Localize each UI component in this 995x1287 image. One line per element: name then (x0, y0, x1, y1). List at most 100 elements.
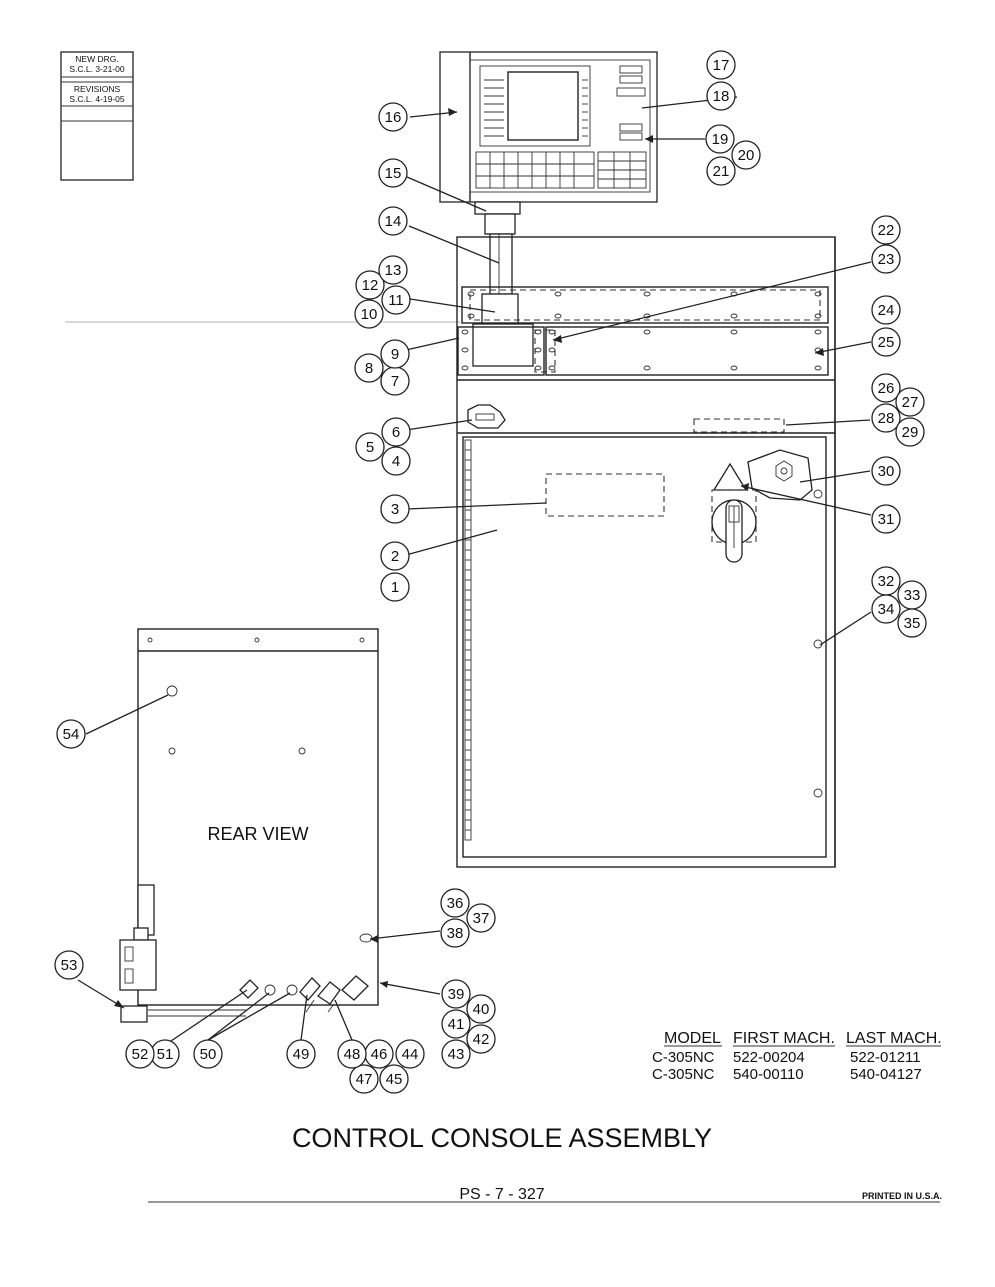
callout-27: 27 (895, 387, 925, 417)
callout-number: 17 (713, 57, 730, 74)
callout-circle (441, 979, 471, 1009)
callout-circle (381, 446, 411, 476)
callout-circle (378, 158, 408, 188)
callout-circle (337, 1039, 367, 1069)
drawing-title: CONTROL CONSOLE ASSEMBLY (292, 1123, 712, 1153)
callout-number: 23 (878, 251, 895, 268)
callout-circle (380, 494, 410, 524)
callout-number: 42 (473, 1031, 490, 1048)
callout-number: 21 (713, 163, 730, 180)
key-lock (467, 404, 506, 429)
callout-circle (441, 1009, 471, 1039)
callout-circle (705, 124, 735, 154)
callout-circle (440, 918, 470, 948)
callout-circle (380, 339, 410, 369)
callout-51: 51 (150, 1039, 180, 1069)
callout-25: 25 (871, 327, 901, 357)
callout-circle (378, 255, 408, 285)
callout-42: 42 (466, 1024, 496, 1054)
callout-28: 28 (871, 403, 901, 433)
callout-circle (380, 541, 410, 571)
leader-lines (77, 96, 872, 1046)
callout-10: 10 (354, 299, 384, 329)
callout-circle (871, 295, 901, 325)
callout-circle (871, 456, 901, 486)
callout-4: 4 (381, 446, 411, 476)
callout-number: 14 (385, 213, 402, 230)
callout-circle (466, 1024, 496, 1054)
callout-number: 35 (904, 615, 921, 632)
support-arm (472, 201, 534, 367)
callout-circle (355, 270, 385, 300)
callout-31: 31 (871, 504, 901, 534)
callout-number: 27 (902, 394, 919, 411)
callout-3: 3 (380, 494, 410, 524)
callout-number: 52 (132, 1046, 149, 1063)
callout-number: 37 (473, 910, 490, 927)
callout-48: 48 (337, 1039, 367, 1069)
callout-number: 44 (402, 1046, 419, 1063)
page-number: PS - 7 - 327 (459, 1186, 544, 1203)
callout-number: 15 (385, 165, 402, 182)
nameplate-outline (545, 473, 665, 517)
callout-circle (125, 1039, 155, 1069)
callout-number: 40 (473, 1001, 490, 1018)
label-plate-outline (693, 418, 785, 433)
main-cabinet (456, 236, 836, 868)
callout-6: 6 (381, 417, 411, 447)
callout-circle (731, 140, 761, 170)
rear-view-label: REAR VIEW (207, 824, 308, 844)
door-hinge (464, 439, 472, 841)
callout-53: 53 (54, 950, 84, 980)
callout-17: 17 (706, 50, 736, 80)
callout-circle (895, 387, 925, 417)
callout-number: 16 (385, 109, 402, 126)
row1-last: 522-01211 (850, 1049, 921, 1066)
callout-number: 36 (447, 895, 464, 912)
callout-circle (355, 432, 385, 462)
callout-circle (378, 206, 408, 236)
callout-36: 36 (440, 888, 470, 918)
callout-19: 19 (705, 124, 735, 154)
callout-circle (706, 156, 736, 186)
callout-circle (354, 299, 384, 329)
callout-circle (441, 1039, 471, 1069)
callout-21: 21 (706, 156, 736, 186)
callout-number: 53 (61, 957, 78, 974)
callout-number: 26 (878, 380, 895, 397)
callout-number: 51 (157, 1046, 174, 1063)
callout-23: 23 (871, 244, 901, 274)
callout-number: 54 (63, 726, 80, 743)
callout-52: 52 (125, 1039, 155, 1069)
callout-number: 18 (713, 88, 730, 105)
callout-number: 7 (391, 373, 399, 390)
callout-29: 29 (895, 417, 925, 447)
callout-49: 49 (286, 1039, 316, 1069)
callout-circle (56, 719, 86, 749)
pendant-display-unit (439, 51, 658, 203)
callout-47: 47 (349, 1064, 379, 1094)
callout-number: 41 (448, 1016, 465, 1033)
row1-model: C-305NC (652, 1049, 715, 1066)
callout-2: 2 (380, 541, 410, 571)
callout-number: 8 (365, 360, 373, 377)
callout-number: 6 (392, 424, 400, 441)
callout-circle (286, 1039, 316, 1069)
callout-41: 41 (441, 1009, 471, 1039)
callout-38: 38 (440, 918, 470, 948)
callout-circle (379, 1064, 409, 1094)
callout-circle (706, 50, 736, 80)
callout-16: 16 (378, 102, 408, 132)
rear-bulkhead-fittings (239, 975, 369, 1013)
callout-circle (381, 285, 411, 315)
callout-circle (871, 504, 901, 534)
callout-number: 45 (386, 1071, 403, 1088)
callout-number: 5 (366, 439, 374, 456)
callout-number: 19 (712, 131, 729, 148)
callout-20: 20 (731, 140, 761, 170)
display-screen (507, 71, 579, 141)
row2-model: C-305NC (652, 1066, 715, 1083)
callout-number: 30 (878, 463, 895, 480)
callout-number: 48 (344, 1046, 361, 1063)
callout-balloons: 1234567891011121314151617181920212223242… (54, 50, 927, 1094)
